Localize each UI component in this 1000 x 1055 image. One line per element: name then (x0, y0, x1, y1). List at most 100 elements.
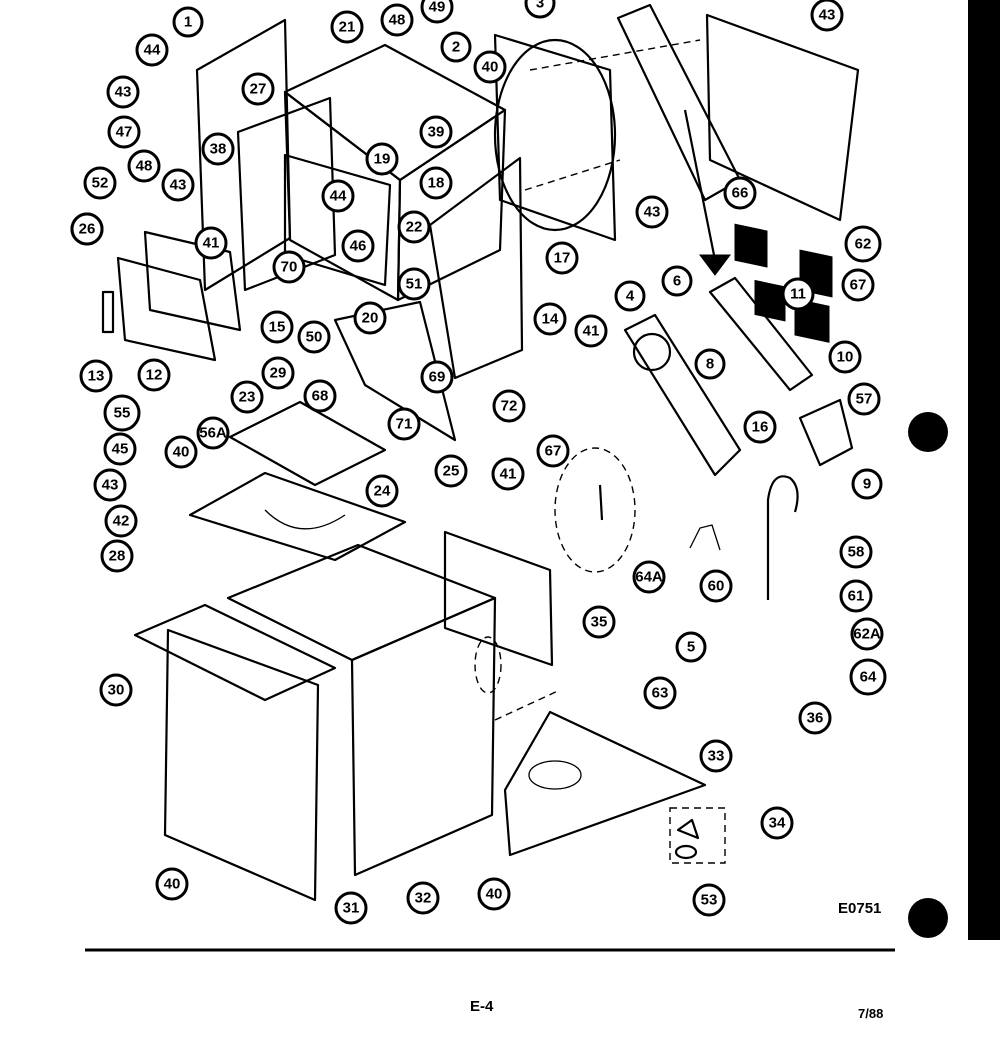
svg-text:19: 19 (374, 151, 391, 168)
svg-text:31: 31 (343, 900, 360, 917)
svg-text:67: 67 (545, 443, 562, 460)
callout-44-left: 43 (161, 168, 195, 202)
callout-62: 61 (839, 579, 873, 613)
callout-60: 58 (839, 535, 873, 569)
callout-70: 69 (420, 360, 454, 394)
svg-text:15: 15 (269, 319, 286, 336)
door-frame (236, 96, 337, 292)
leader-duct (524, 159, 621, 191)
svg-text:10: 10 (837, 349, 854, 366)
svg-text:40: 40 (486, 886, 503, 903)
top-cabinet-side (396, 108, 507, 302)
svg-text:43: 43 (819, 7, 836, 24)
callout-29: 28 (100, 539, 134, 573)
callout-18: 18 (419, 166, 453, 200)
svg-text:36: 36 (807, 710, 824, 727)
rail (708, 276, 814, 392)
svg-text:14: 14 (542, 311, 559, 328)
callout-64a: 64 (849, 658, 887, 696)
panel-clip-group (474, 636, 502, 694)
callout-15: 15 (260, 310, 294, 344)
svg-text:40: 40 (164, 876, 181, 893)
svg-text:39: 39 (428, 124, 445, 141)
callout-61: 60 (699, 569, 733, 603)
svg-text:43: 43 (102, 477, 119, 494)
svg-text:21: 21 (339, 19, 356, 36)
svg-text:66: 66 (732, 185, 749, 202)
callout-36: 35 (582, 605, 616, 639)
svg-text:62A: 62A (853, 626, 881, 643)
svg-text:40: 40 (173, 444, 190, 461)
svg-text:46: 46 (350, 238, 367, 255)
svg-text:41: 41 (583, 323, 600, 340)
svg-text:45: 45 (112, 441, 129, 458)
callout-9: 9 (851, 468, 883, 500)
cabinet-left-face (163, 628, 320, 902)
callout-42-left: 41 (194, 226, 228, 260)
svg-text:51: 51 (406, 276, 423, 293)
callout-5: 5 (675, 631, 707, 663)
back-vent-1 (734, 223, 768, 268)
svg-text:50: 50 (306, 329, 323, 346)
foot-pad (674, 844, 698, 860)
callout-42-low: 41 (491, 457, 525, 491)
callout-45-left: 44 (135, 33, 169, 67)
callout-48: 47 (107, 115, 141, 149)
tray (228, 400, 387, 487)
wire-clip (689, 524, 721, 551)
back-panel (705, 13, 860, 222)
callout-67: 66 (723, 176, 757, 210)
svg-text:25: 25 (443, 463, 460, 480)
svg-text:20: 20 (362, 310, 379, 327)
svg-text:35: 35 (591, 614, 608, 631)
cabinet-front-face (350, 596, 497, 877)
svg-text:67: 67 (850, 277, 867, 294)
svg-text:41: 41 (500, 466, 517, 483)
svg-text:48: 48 (389, 12, 406, 29)
callout-13: 13 (79, 359, 113, 393)
svg-text:29: 29 (270, 365, 287, 382)
callout-41-top: 40 (473, 50, 507, 84)
callout-68-mid: 67 (536, 434, 570, 468)
callout-39: 38 (201, 132, 235, 166)
svg-text:3: 3 (536, 0, 544, 12)
callout-17: 17 (545, 241, 579, 275)
registration-dot-lower (908, 898, 948, 938)
svg-text:2: 2 (452, 39, 460, 56)
callout-23: 23 (230, 380, 264, 414)
callout-46: 45 (103, 432, 137, 466)
callout-11: 11 (781, 277, 815, 311)
callout-6: 6 (661, 265, 693, 297)
callout-1: 1 (172, 6, 204, 38)
callout-49-top: 48 (380, 3, 414, 37)
latch-group (554, 447, 636, 573)
svg-text:16: 16 (752, 419, 769, 436)
svg-text:60: 60 (708, 578, 725, 595)
callout-19: 19 (365, 142, 399, 176)
leveling-foot (676, 818, 700, 840)
svg-text:4: 4 (626, 288, 635, 305)
callout-31: 30 (99, 673, 133, 707)
top-frame (133, 603, 337, 702)
svg-text:12: 12 (146, 367, 163, 384)
callout-69: 68 (303, 379, 337, 413)
svg-text:40: 40 (482, 59, 499, 76)
callout-44-tl: 43 (106, 75, 140, 109)
exhaust-duct (616, 3, 742, 202)
base-pan-hub (528, 760, 582, 790)
callout-45-door: 44 (321, 179, 355, 213)
callout-44-tr: 43 (810, 0, 844, 32)
callout-53: 52 (83, 166, 117, 200)
svg-text:42: 42 (113, 513, 130, 530)
callout-55: 53 (692, 883, 726, 917)
callout-71: 70 (272, 250, 306, 284)
svg-text:58: 58 (848, 544, 865, 561)
callout-49-left: 48 (127, 149, 161, 183)
callout-41-bl: 40 (155, 867, 189, 901)
side-panel (428, 156, 524, 380)
duct-arrow-shaft (683, 109, 717, 261)
callout-3: 3 (524, 0, 556, 19)
callout-24: 24 (365, 474, 399, 508)
callout-22: 22 (397, 210, 431, 244)
